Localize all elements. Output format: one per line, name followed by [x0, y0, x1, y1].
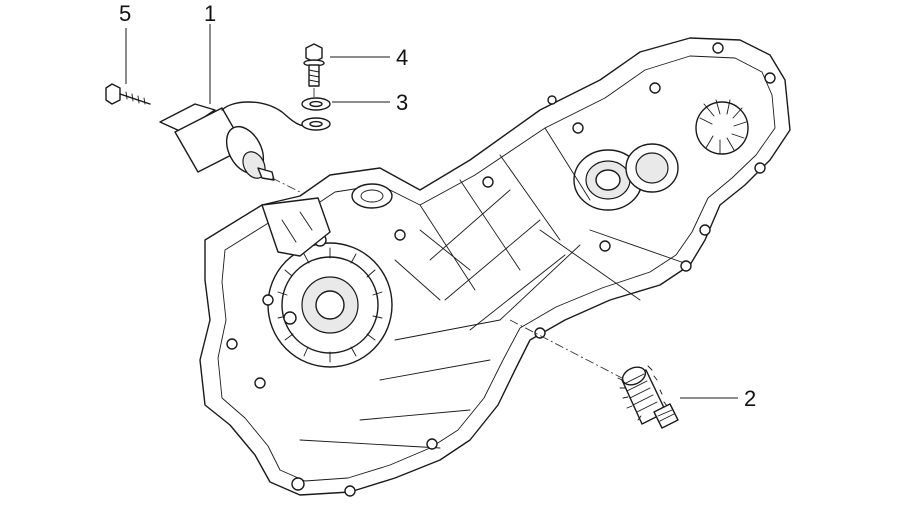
- callout-3: 3: [396, 90, 408, 115]
- washer: [301, 97, 331, 131]
- callouts: 1 5 4 3 2: [119, 1, 756, 411]
- starter-gear: [617, 365, 679, 429]
- callout-2: 2: [744, 386, 756, 411]
- starter-motor: [159, 101, 326, 181]
- callout-5: 5: [119, 1, 131, 26]
- assembly-lines: [271, 88, 623, 379]
- callout-1: 1: [204, 1, 216, 26]
- callout-4: 4: [396, 45, 408, 70]
- mounting-screw: [105, 83, 151, 105]
- flange-bolt: [303, 43, 325, 87]
- crankcase-housing: [199, 37, 791, 497]
